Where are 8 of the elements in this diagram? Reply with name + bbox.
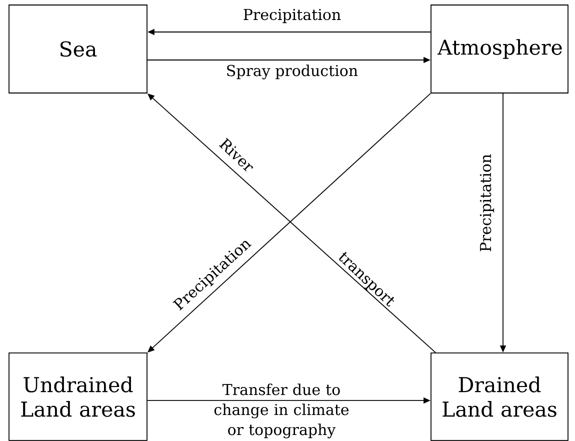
labeled-box: Sea — [8, 4, 148, 94]
edge-label: Transfer due to change in climate or topography — [214, 384, 349, 438]
edge-label: Spray production — [224, 64, 360, 80]
labeled-box: Drained Land areas — [430, 352, 568, 441]
labeled-box: Atmosphere — [430, 4, 568, 94]
edge-label: Precipitation — [242, 8, 342, 24]
edge-label: Precipitation — [478, 152, 496, 254]
labeled-box: Undrained Land areas — [8, 352, 148, 441]
